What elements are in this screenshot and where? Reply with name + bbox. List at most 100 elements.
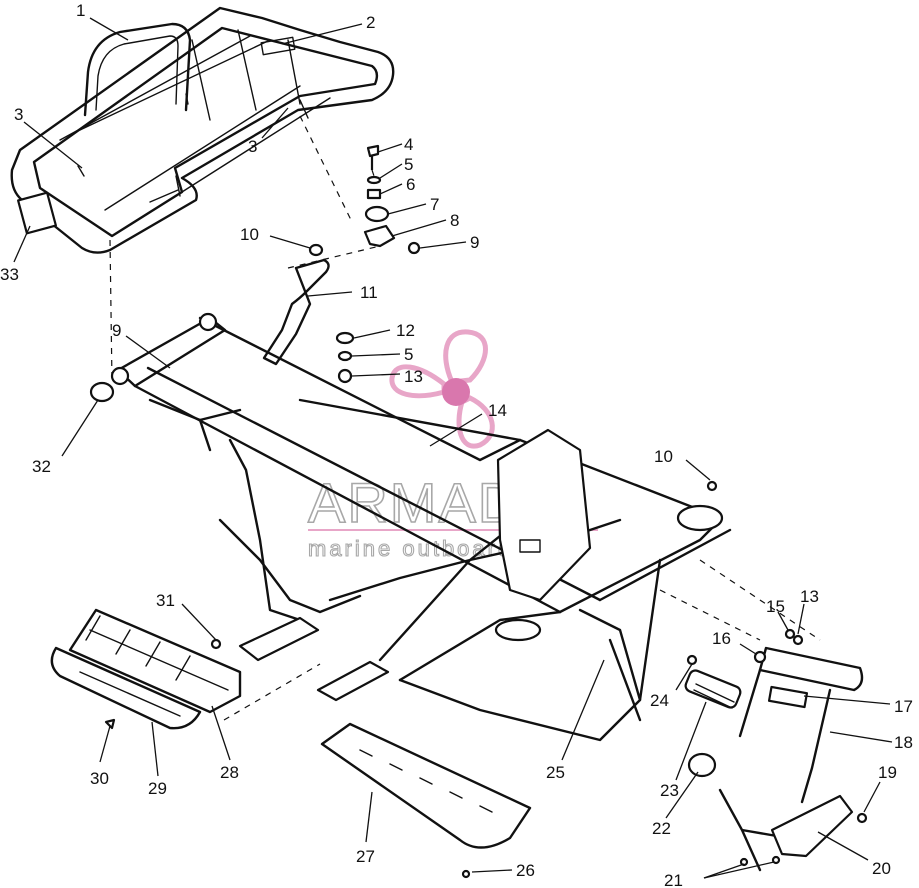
frame-mid-crossmember: [198, 316, 522, 462]
callout-13a: 13: [404, 367, 423, 386]
washer-5b: [337, 350, 353, 362]
rack-inner-rail: [32, 26, 379, 238]
leader-16: [739, 643, 757, 655]
leader-28: [211, 705, 231, 761]
watermark-tagline: marine outboards: [308, 536, 527, 561]
bumper-plate-17: [767, 685, 809, 709]
cap-10: [308, 243, 324, 257]
grommet-32: [89, 381, 115, 403]
leader-31: [181, 603, 217, 641]
callout-7: 7: [430, 195, 439, 214]
bushing-7: [364, 205, 390, 223]
callout-9b: 9: [112, 321, 121, 340]
leader-19: [863, 781, 881, 813]
footrest-plate-29: [50, 646, 202, 730]
callout-3a: 3: [14, 105, 23, 124]
callout-29: 29: [148, 779, 167, 798]
rack-outer-rail: [10, 6, 395, 254]
washer-5: [366, 175, 382, 185]
frame-left-upright: [228, 438, 302, 622]
callout-25: 25: [546, 763, 565, 782]
leader-9b: [125, 335, 171, 369]
rack-hoop-inner: [95, 35, 179, 111]
nut-13: [337, 368, 353, 384]
callout-4: 4: [404, 135, 413, 154]
leader-9a: [419, 241, 467, 249]
callout-16: 16: [712, 629, 731, 648]
leader-11: [307, 291, 353, 297]
propeller-logo: [389, 329, 495, 449]
screw-21a: [739, 857, 749, 867]
rack-crossbars: [59, 29, 331, 226]
callout-27: 27: [356, 847, 375, 866]
propeller-blade-left: [389, 364, 447, 399]
leader-5a: [379, 163, 403, 179]
leader-17: [803, 695, 891, 705]
reflector-33: [17, 191, 57, 235]
callout-17: 17: [894, 697, 913, 716]
leader-5b: [351, 353, 401, 357]
skid-plate-27: [320, 722, 532, 849]
frame-right-upright: [608, 558, 662, 722]
bolt-19: [856, 812, 868, 824]
washer-12: [335, 331, 355, 345]
bracket-dash-line: [287, 245, 381, 269]
screw-21b: [771, 855, 781, 865]
callout-26: 26: [516, 861, 535, 880]
propeller-hub: [442, 378, 470, 406]
hardware-dash-line: [299, 115, 375, 223]
footrest-plate-slots: [79, 671, 181, 717]
callout-11: 11: [360, 283, 378, 302]
leader-22: [665, 771, 699, 819]
fastener-10b: [706, 480, 718, 492]
washer-15: [784, 628, 796, 640]
callout-5b: 5: [404, 345, 413, 364]
leader-7: [387, 203, 427, 215]
leader-21a: [703, 863, 745, 879]
callout-24: 24: [650, 691, 669, 710]
armada-watermark: ARMADA marine outboards: [307, 329, 598, 562]
propeller-blade-top: [443, 329, 488, 385]
leader-3b: [261, 107, 289, 139]
callout-20: 20: [872, 859, 891, 878]
frame-front-boss: [676, 504, 724, 532]
leader-13a: [351, 373, 401, 377]
mount-bracket-11: [262, 258, 330, 366]
callout-10b: 10: [654, 447, 673, 466]
callout-14: 14: [488, 401, 507, 420]
front-bumper-18: [718, 646, 864, 872]
leader-14: [429, 413, 483, 447]
frame-rear-tube-end: [198, 312, 218, 332]
callout-15: 15: [766, 597, 785, 616]
callout-31: 31: [156, 591, 175, 610]
callout-1: 1: [76, 1, 85, 20]
leader-33: [13, 225, 31, 263]
footwell-assembly: [50, 608, 242, 730]
leader-20: [817, 831, 869, 861]
leader-30: [99, 725, 111, 763]
callout-19: 19: [878, 763, 897, 782]
callout-3b: 3: [248, 137, 257, 156]
leader-3a: [23, 121, 83, 169]
footwell-28: [68, 608, 242, 714]
callout-10a: 10: [240, 225, 259, 244]
leader-21b: [703, 861, 775, 879]
footrest-right-peg: [316, 660, 390, 702]
leader-12: [353, 329, 391, 339]
leader-2: [281, 23, 363, 45]
leader-25: [561, 659, 605, 761]
callout-30: 30: [90, 769, 109, 788]
footpeg-23: [684, 669, 742, 709]
main-frame-14: [109, 239, 821, 742]
fastener-31: [210, 638, 222, 650]
footrest-left-peg: [238, 616, 320, 662]
leader-13b: [797, 603, 805, 635]
fastener-24: [686, 654, 698, 666]
leader-10a: [269, 235, 311, 249]
callout-5a: 5: [404, 155, 413, 174]
leader-23: [675, 701, 707, 781]
frame-pivot-boss: [494, 618, 542, 642]
fastener-26: [461, 869, 471, 879]
